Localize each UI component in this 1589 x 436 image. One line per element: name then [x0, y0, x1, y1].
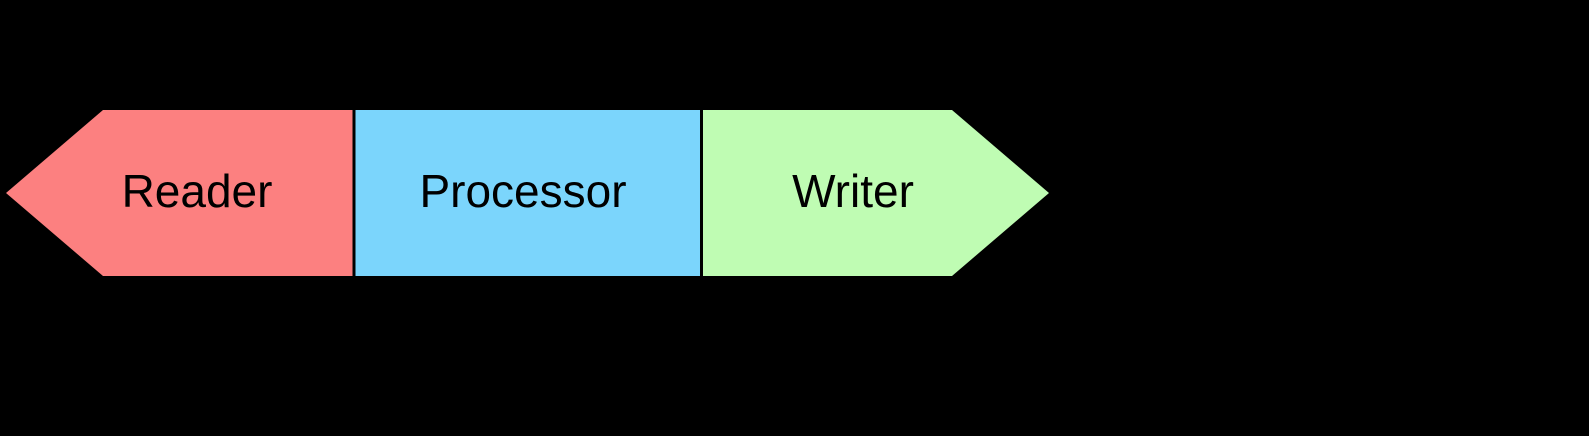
writer-label: Writer: [792, 165, 914, 217]
pipeline-stage-writer[interactable]: Writer: [703, 110, 1049, 276]
writer-shape[interactable]: [703, 110, 1049, 276]
pipeline-stage-reader[interactable]: Reader: [6, 110, 353, 276]
reader-label: Reader: [122, 165, 273, 217]
processor-shape[interactable]: [355, 110, 700, 276]
pipeline-stage-processor[interactable]: Processor: [355, 110, 700, 276]
reader-shape[interactable]: [6, 110, 353, 276]
processor-label: Processor: [419, 165, 626, 217]
